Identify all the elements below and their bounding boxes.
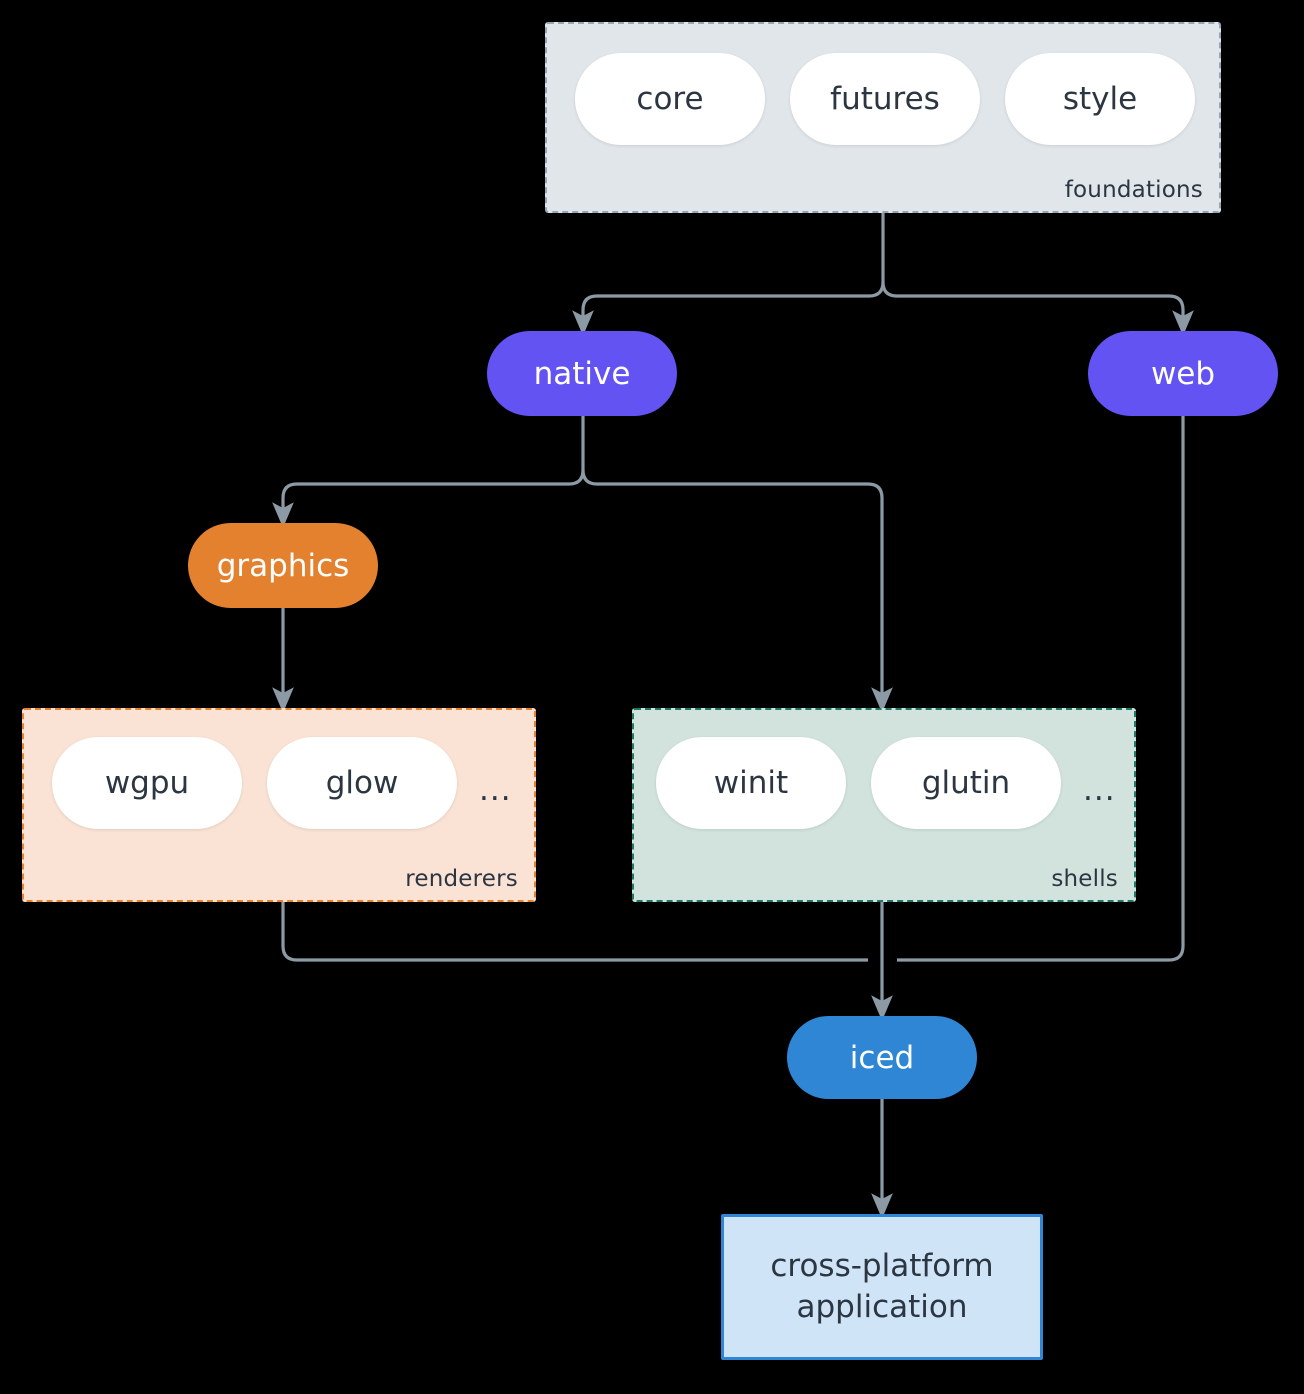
edge-native-to-shells	[581, 469, 893, 713]
group-label-foundations: foundations	[1064, 177, 1203, 203]
renderers-item-wgpu[interactable]: wgpu	[52, 737, 242, 829]
foundations-item-core[interactable]: core	[575, 53, 765, 145]
edge-foundations-to-web	[881, 281, 1194, 336]
foundations-item-futures[interactable]: futures	[790, 53, 980, 145]
group-foundations: core futures style foundations	[545, 22, 1221, 213]
group-label-renderers: renderers	[405, 866, 518, 892]
node-web-label: web	[1150, 355, 1216, 392]
node-native-label: native	[533, 355, 631, 392]
foundations-item-label: core	[636, 81, 704, 117]
renderers-item-label: wgpu	[104, 765, 190, 801]
node-iced[interactable]: iced	[787, 1016, 977, 1099]
node-iced-label: iced	[849, 1039, 915, 1076]
foundations-item-label: style	[1062, 81, 1138, 117]
shells-item-label: winit	[713, 765, 789, 801]
node-cross-platform-application[interactable]: cross-platform application	[721, 1214, 1043, 1360]
node-graphics-label: graphics	[216, 547, 350, 584]
shells-item-label: glutin	[921, 765, 1011, 801]
edge-renderers-to-iced	[281, 902, 868, 962]
node-native[interactable]: native	[487, 331, 677, 416]
renderers-more-ellipsis: ...	[479, 772, 512, 808]
foundations-item-style[interactable]: style	[1005, 53, 1195, 145]
foundations-item-label: futures	[830, 81, 940, 117]
shells-more-ellipsis: ...	[1083, 772, 1116, 808]
node-web[interactable]: web	[1088, 331, 1278, 416]
renderers-item-label: glow	[325, 765, 399, 801]
group-label-shells: shells	[1051, 866, 1118, 892]
edge-native-to-graphics	[272, 469, 585, 528]
shells-item-winit[interactable]: winit	[656, 737, 846, 829]
shells-item-glutin[interactable]: glutin	[871, 737, 1061, 829]
group-shells: winit glutin ... shells	[632, 708, 1136, 902]
application-label-line1: cross-platform	[770, 1247, 994, 1284]
renderers-item-glow[interactable]: glow	[267, 737, 457, 829]
node-graphics[interactable]: graphics	[188, 523, 378, 608]
group-renderers: wgpu glow ... renderers	[22, 708, 536, 902]
edge-foundations-to-native	[572, 281, 885, 336]
application-label-line2: application	[796, 1289, 968, 1325]
